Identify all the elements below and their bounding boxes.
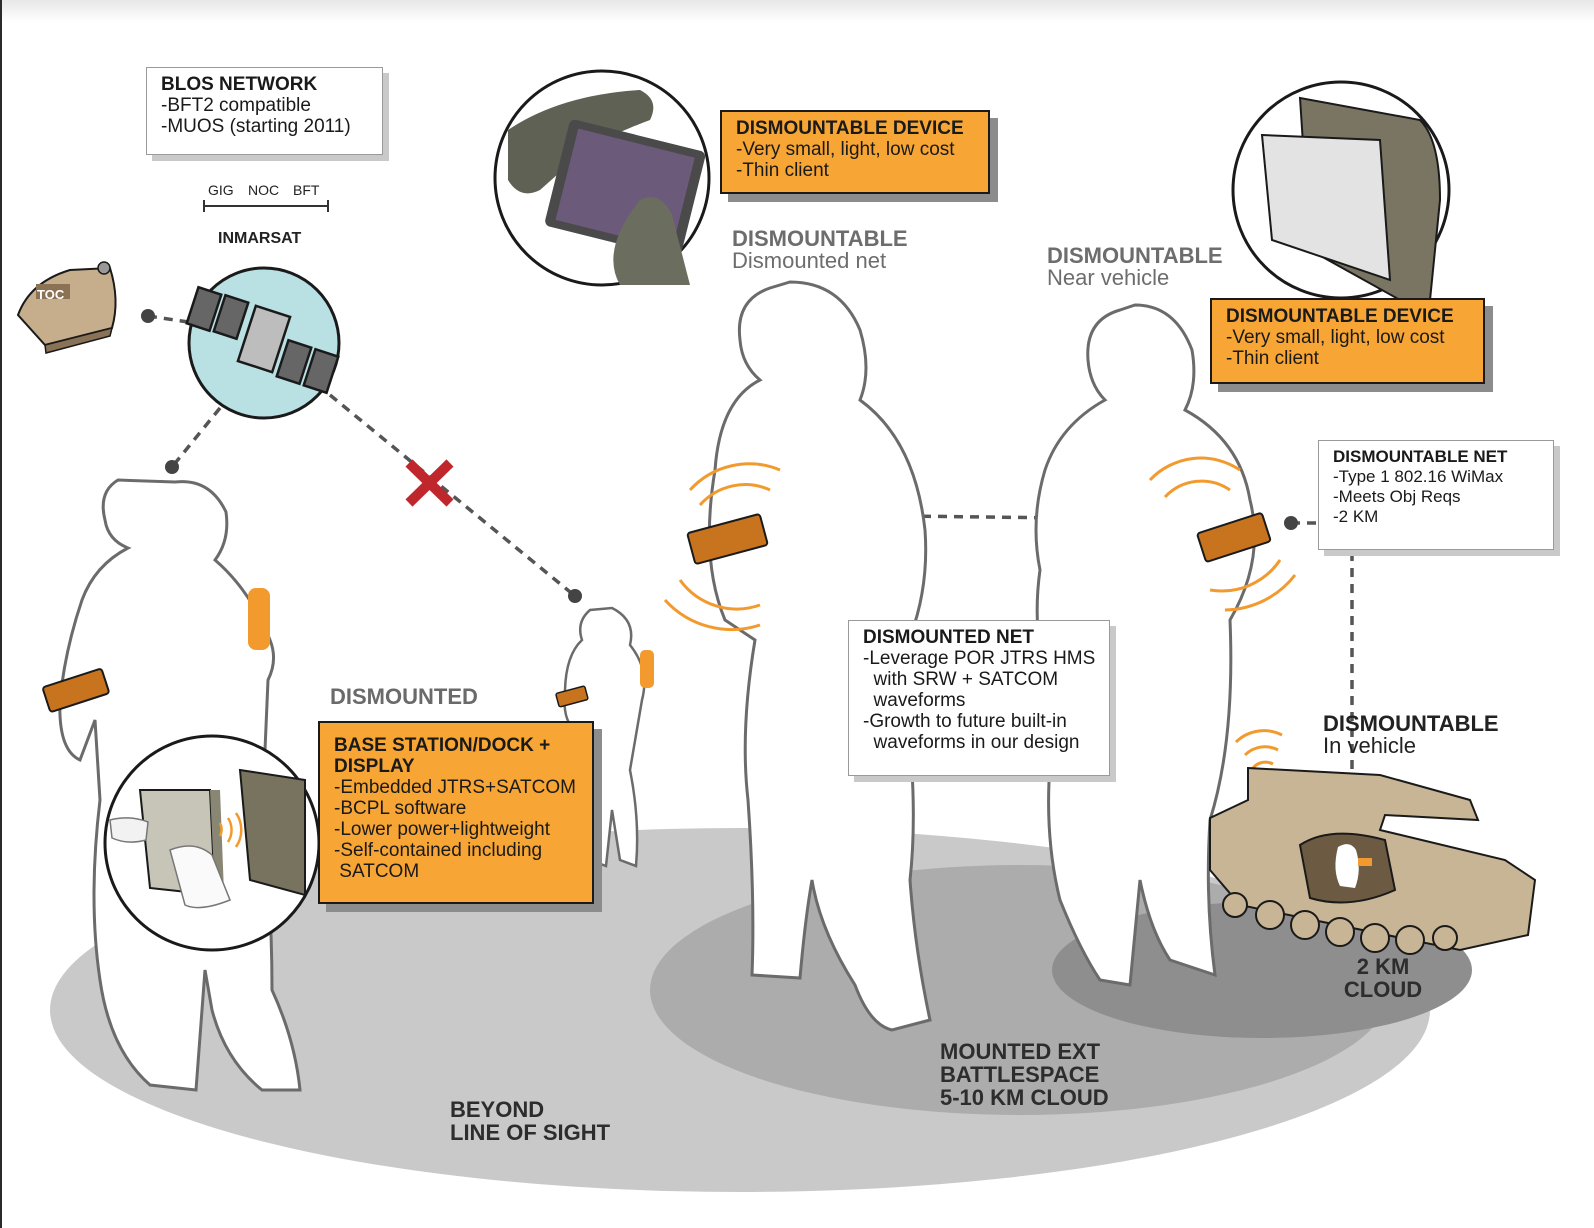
label-subtitle: Near vehicle (1047, 265, 1170, 290)
dismounted-net-line: -Growth to future built-in (863, 711, 1067, 732)
base-station-box: BASE STATION/DOCK + DISPLAY -Embedded JT… (318, 721, 594, 904)
satellite-item-noc: NOC (248, 182, 280, 198)
inmarsat-label: INMARSAT (218, 230, 302, 247)
blos-network-box: BLOS NETWORK -BFT2 compatible -MUOS (sta… (146, 67, 383, 155)
base-station-line: -Embedded JTRS+SATCOM (334, 777, 576, 798)
magnified-base-station (103, 734, 321, 952)
dismountable-net-title: DISMOUNTABLE NET (1333, 447, 1508, 466)
dismountable-in-vehicle-label: DISMOUNTABLE In vehicle (1323, 713, 1499, 757)
dismountable-device-right-box: DISMOUNTABLE DEVICE -Very small, light, … (1210, 298, 1485, 384)
blos-network-line: -BFT2 compatible (161, 95, 311, 116)
dismountable-near-vehicle-label: DISMOUNTABLE Near vehicle (1047, 245, 1223, 289)
blos-network-line: -MUOS (starting 2011) (161, 116, 351, 137)
cross-icon (405, 459, 454, 507)
satellite-item-bft: BFT (293, 182, 320, 198)
satellite-icon (185, 266, 341, 420)
dismountable-net-line: -2 KM (1333, 507, 1379, 526)
dismountable-device-top-box: DISMOUNTABLE DEVICE -Very small, light, … (720, 110, 990, 194)
cloud-2km-label: 2 KM CLOUD (1338, 955, 1428, 1001)
dismounted-net-box: DISMOUNTED NET -Leverage POR JTRS HMS wi… (848, 620, 1110, 776)
beyond-los-label: BEYOND LINE OF SIGHT (450, 1098, 610, 1144)
blos-network-title: BLOS NETWORK (161, 74, 318, 95)
dismounted-net-line: with SRW + SATCOM (863, 669, 1059, 690)
backpack-icon (640, 650, 654, 688)
toc-label: TOC (37, 287, 65, 302)
magnified-device-right (1231, 80, 1451, 301)
handheld-device-icon (686, 513, 769, 565)
dismountable-dismounted-net-label: DISMOUNTABLE Dismounted net (732, 228, 908, 272)
zone-line: 2 KM (1356, 954, 1410, 979)
satellite-item-gig: GIG (208, 182, 234, 198)
dismounted-net-title: DISMOUNTED NET (863, 627, 1034, 648)
handheld-device-icon (1196, 512, 1272, 563)
backpack-icon (248, 588, 270, 650)
zone-line: BATTLESPACE (940, 1062, 1100, 1087)
zone-line: BEYOND (450, 1097, 545, 1122)
base-station-line: -BCPL software (334, 798, 467, 819)
soldier-silhouette (1034, 303, 1256, 987)
zone-line: MOUNTED EXT (940, 1039, 1101, 1064)
dismountable-device-line: -Very small, light, low cost (1226, 327, 1445, 348)
base-station-line: -Lower power+lightweight (334, 819, 550, 840)
label-subtitle: In vehicle (1323, 733, 1416, 758)
label-title: DISMOUNTABLE (1047, 243, 1223, 268)
dismounted-net-line: waveforms in our design (863, 732, 1080, 753)
label-title: DISMOUNTABLE (1323, 711, 1499, 736)
handheld-device-icon (555, 685, 589, 708)
base-station-line: SATCOM (334, 861, 420, 882)
dismountable-device-line: -Thin client (1226, 348, 1319, 369)
base-station-title: DISPLAY (334, 756, 415, 777)
base-station-title: BASE STATION/DOCK + (334, 735, 551, 756)
tent-icon (16, 261, 117, 354)
label-title: DISMOUNTABLE (732, 226, 908, 251)
dismountable-net-line: -Type 1 802.16 WiMax (1333, 467, 1504, 486)
magnified-device-top (493, 69, 711, 287)
dismountable-device-line: -Thin client (736, 160, 829, 181)
zone-line: CLOUD (1343, 977, 1423, 1002)
dismountable-device-title: DISMOUNTABLE DEVICE (736, 118, 964, 139)
zone-line: 5-10 KM CLOUD (940, 1085, 1109, 1110)
label-subtitle: Dismounted net (732, 248, 887, 273)
left-edge (0, 0, 2, 1228)
dismounted-label: DISMOUNTED (330, 684, 478, 709)
vehicle-icon (1209, 766, 1537, 955)
zone-line: LINE OF SIGHT (450, 1120, 611, 1145)
dismountable-net-line: -Meets Obj Reqs (1333, 487, 1461, 506)
mounted-ext-label: MOUNTED EXT BATTLESPACE 5-10 KM CLOUD (940, 1040, 1109, 1109)
dismountable-device-title: DISMOUNTABLE DEVICE (1226, 306, 1454, 327)
handheld-device-icon (42, 668, 110, 713)
dismountable-device-line: -Very small, light, low cost (736, 139, 955, 160)
dismounted-net-line: waveforms (863, 690, 966, 711)
dismountable-net-box: DISMOUNTABLE NET -Type 1 802.16 WiMax -M… (1318, 440, 1554, 550)
signal-waves-icon (663, 456, 1297, 770)
base-station-line: -Self-contained including (334, 840, 543, 861)
dismounted-net-line: -Leverage POR JTRS HMS (863, 648, 1096, 669)
satellite-group-bracket (203, 200, 329, 212)
top-bar (0, 0, 1594, 22)
